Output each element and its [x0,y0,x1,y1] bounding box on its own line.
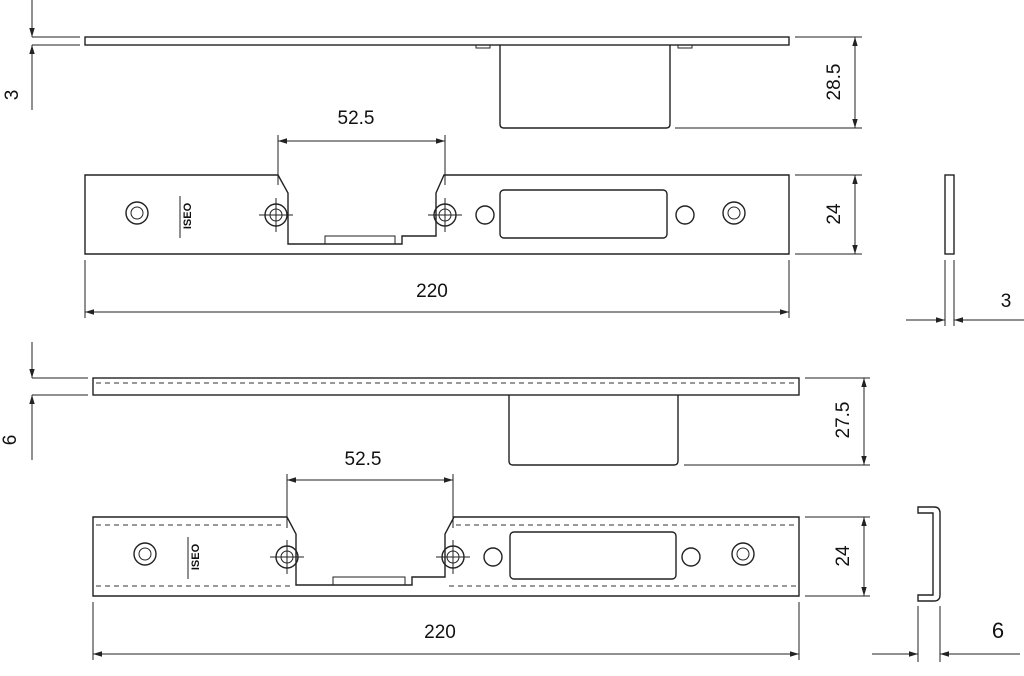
length-dimension-label: 220 [424,622,456,643]
depth-dimension-label: 27.5 [833,402,854,439]
plate-3mm-top-view: 3 28.5 [2,0,862,129]
hole-spacing-label: 52.5 [338,108,375,129]
height-dimension-label: 24 [833,545,854,567]
thickness-dimension-label: 6 [0,435,21,446]
hole-spacing-label: 52.5 [345,449,382,470]
iseo-logo: ISEO [190,543,202,570]
depth-dimension-label: 28.5 [824,64,845,101]
plate-3mm-front-view: ISEO 52.5 24 220 [84,108,862,318]
thickness-dimension-label: 3 [2,90,23,101]
side-thickness-label: 6 [992,618,1004,643]
plate-6mm-top-view: 6 27.5 [0,342,870,466]
plate-3mm-side-view: 3 [906,174,1024,326]
plate-6mm-front-view: ISEO 52.5 24 220 [92,449,870,660]
height-dimension-label: 24 [824,203,845,225]
plate-6mm-side-view: 6 [872,506,1020,662]
side-thickness-label: 3 [1001,291,1012,312]
length-dimension-label: 220 [416,281,448,302]
iseo-logo: ISEO [182,202,194,229]
